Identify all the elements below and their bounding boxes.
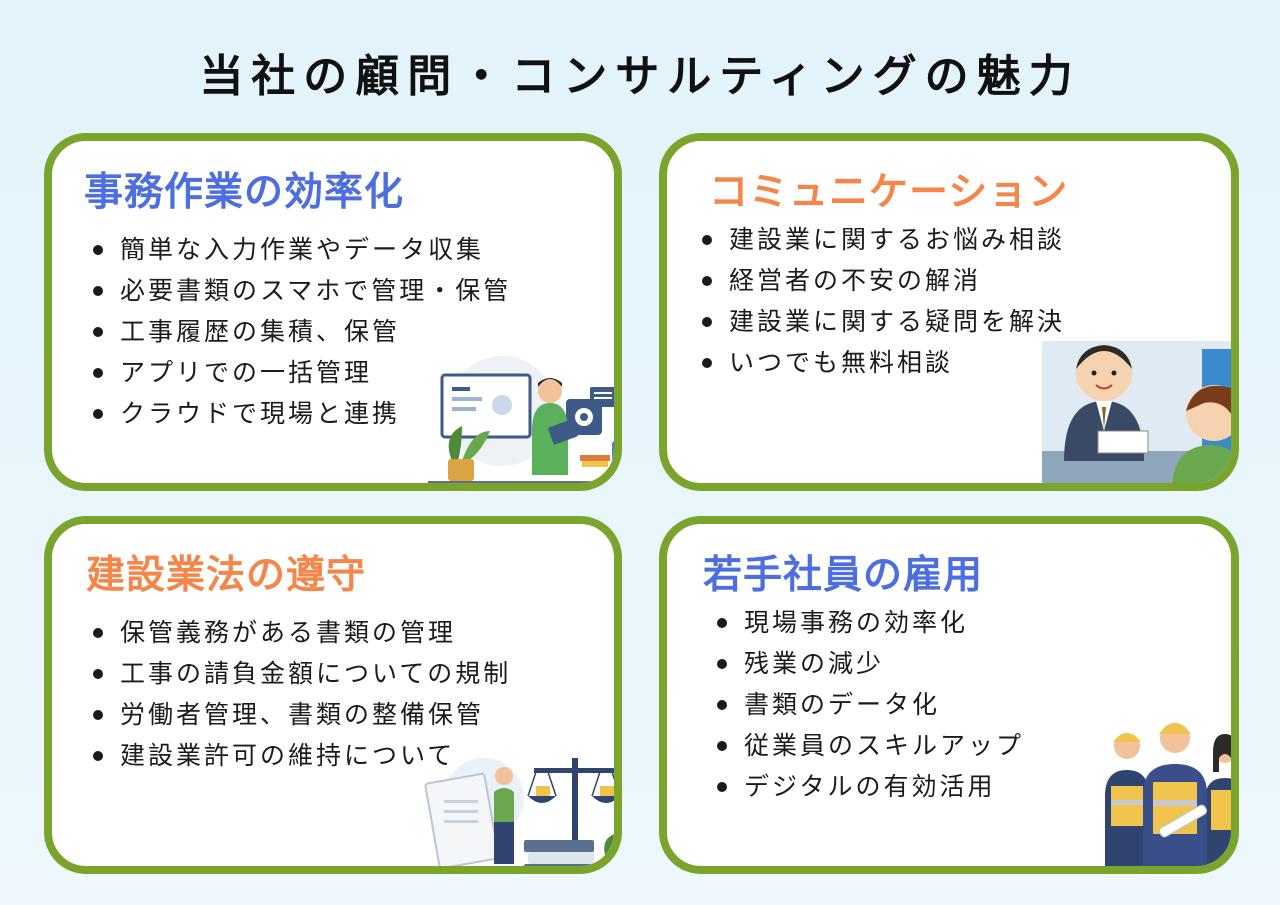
list-item: アプリでの一括管理 — [90, 352, 511, 393]
card-title: コミュニケーション — [709, 170, 1069, 215]
page-title: 当社の顧問・コンサルティングの魅力 — [199, 51, 1081, 102]
list-item: いつでも無料相談 — [699, 342, 1065, 383]
card-title: 事務作業の効率化 — [84, 170, 405, 215]
list-item: 経営者の不安の解消 — [699, 260, 1065, 301]
consultation-meeting-icon — [1042, 341, 1231, 483]
list-item: 労働者管理、書類の整備保管 — [90, 694, 511, 735]
list-item: 従業員のスキルアップ — [714, 725, 1024, 766]
list-item: 簡単な入力作業やデータ収集 — [90, 229, 511, 270]
list-item: 書類のデータ化 — [714, 684, 1024, 725]
card-office-efficiency: 事務作業の効率化 簡単な入力作業やデータ収集 必要書類のスマホで管理・保管 工事… — [44, 133, 622, 491]
list-item: 残業の減少 — [714, 643, 1024, 684]
list-item: デジタルの有効活用 — [714, 766, 1024, 807]
list-item: 工事履歴の集積、保管 — [90, 311, 511, 352]
list-item: 現場事務の効率化 — [714, 602, 1024, 643]
list-item: 保管義務がある書類の管理 — [90, 612, 511, 653]
list-item: 建設業に関する疑問を解決 — [699, 301, 1065, 342]
list-item: クラウドで現場と連携 — [90, 393, 511, 434]
office-worker-tablet-icon — [428, 356, 614, 483]
list-item: 工事の請負金額についての規制 — [90, 653, 511, 694]
feature-list: 簡単な入力作業やデータ収集 必要書類のスマホで管理・保管 工事履歴の集積、保管 … — [90, 229, 511, 434]
list-item: 必要書類のスマホで管理・保管 — [90, 270, 511, 311]
card-title: 若手社員の雇用 — [703, 553, 984, 598]
card-young-employees: 若手社員の雇用 現場事務の効率化 残業の減少 書類のデータ化 従業員のスキルアッ… — [659, 516, 1239, 874]
list-item: 建設業に関するお悩み相談 — [699, 219, 1065, 260]
card-communication: コミュニケーション 建設業に関するお悩み相談 経営者の不安の解消 建設業に関する… — [659, 133, 1239, 491]
law-scales-icon — [424, 758, 614, 866]
card-law-compliance: 建設業法の遵守 保管義務がある書類の管理 工事の請負金額についての規制 労働者管… — [44, 516, 622, 874]
feature-list: 建設業に関するお悩み相談 経営者の不安の解消 建設業に関する疑問を解決 いつでも… — [699, 219, 1065, 383]
feature-list: 現場事務の効率化 残業の減少 書類のデータ化 従業員のスキルアップ デジタルの有… — [714, 602, 1024, 807]
card-title: 建設業法の遵守 — [86, 553, 367, 598]
feature-list: 保管義務がある書類の管理 工事の請負金額についての規制 労働者管理、書類の整備保… — [90, 612, 511, 776]
list-item: 建設業許可の維持について — [90, 735, 511, 776]
construction-workers-icon — [1105, 723, 1231, 866]
